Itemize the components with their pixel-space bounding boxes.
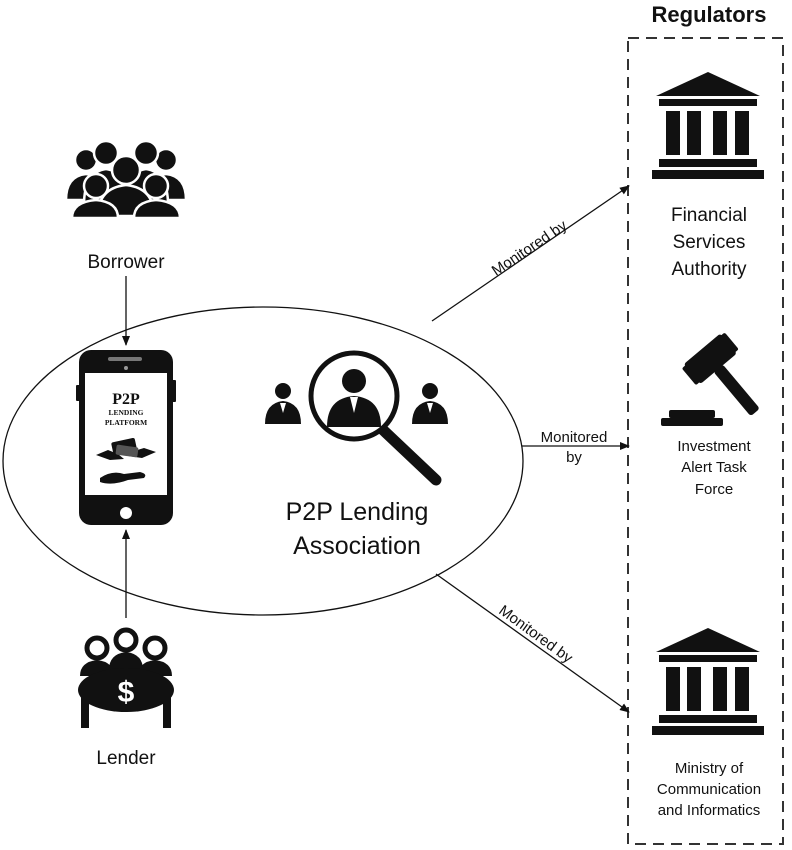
association-label-line1: P2P Lending	[286, 498, 429, 526]
bank-icon	[652, 72, 764, 179]
association-label-line2: Association	[293, 532, 421, 560]
regulator-2-line2: Alert Task	[681, 459, 747, 476]
smartphone-icon	[76, 350, 176, 525]
edge-label-top: Monitored by	[489, 217, 571, 280]
platform-subtitle-line1: LENDING	[108, 408, 143, 417]
magnifier-people-icon	[265, 350, 448, 486]
lender-label: Lender	[96, 748, 156, 769]
association-ellipse	[2, 306, 524, 616]
monitored-by-arrow-top	[431, 185, 630, 322]
platform-subtitle-line2: PLATFORM	[105, 418, 147, 427]
regulator-1-line3: Authority	[672, 259, 747, 280]
monitored-by-arrow-bottom	[435, 573, 630, 713]
edge-label-middle-line2: by	[566, 449, 582, 466]
regulator-2-line1: Investment	[677, 438, 751, 455]
regulator-3-line1: Ministry of	[675, 760, 744, 777]
regulator-3-line2: Communication	[657, 781, 761, 798]
regulator-3-line3: and Informatics	[658, 802, 761, 819]
regulators-title: Regulators	[652, 2, 767, 27]
crowd-icon	[64, 139, 188, 220]
platform-title: P2P	[112, 391, 140, 408]
gavel-icon	[661, 333, 759, 426]
bank-icon	[652, 628, 764, 735]
money-handoff-icon	[96, 438, 156, 484]
regulators-box	[627, 37, 784, 845]
edge-label-bottom: Monitored by	[496, 602, 577, 667]
borrower-label: Borrower	[87, 252, 165, 273]
regulator-2-line3: Force	[695, 481, 733, 498]
regulator-1-line2: Services	[673, 232, 746, 253]
svg-text:$: $	[118, 676, 135, 709]
investors-icon: $	[78, 627, 174, 728]
edge-label-middle-line1: Monitored	[541, 429, 608, 446]
regulator-1-line1: Financial	[671, 205, 747, 226]
